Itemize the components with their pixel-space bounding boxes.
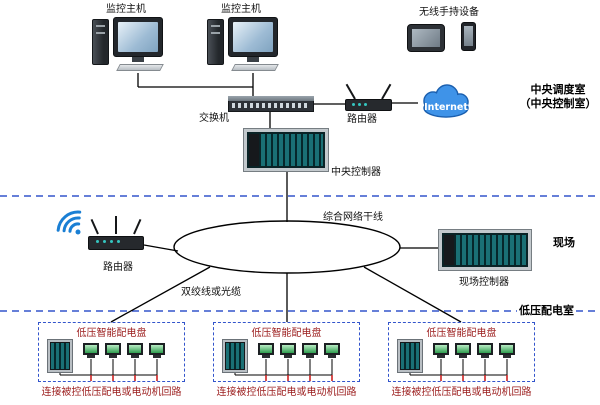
tablet-icon: [407, 24, 445, 52]
small-monitor-icon: [455, 343, 471, 358]
plc-io-modules: [456, 235, 526, 265]
router-top-icon: [344, 80, 394, 112]
panel-title: 低压智能配电盘: [426, 328, 497, 339]
small-monitor-icon: [477, 343, 493, 358]
wires-group: [110, 73, 462, 323]
crt-screen: [118, 22, 158, 52]
section-label-top-line1: 中央调度室: [530, 83, 586, 96]
switch-top-face: [228, 96, 314, 101]
crt-monitor-icon: [113, 17, 163, 57]
monitor-stand: [132, 57, 144, 62]
tablet-screen: [412, 29, 440, 47]
panel-wiring: [409, 359, 508, 381]
central-controller-label: 中央控制器: [331, 167, 381, 178]
network-trunk-ellipse: [173, 220, 401, 274]
antenna-icon: [345, 83, 356, 100]
section-label-middle: 现场: [553, 236, 575, 249]
plc-power-module: [444, 235, 454, 265]
monitor-host-1-label: 监控主机: [106, 4, 146, 15]
field-controller-label: 现场控制器: [459, 277, 509, 288]
small-monitor-icon: [433, 343, 449, 358]
phone-screen: [464, 26, 473, 46]
small-monitor-icon: [127, 343, 143, 358]
router-field-icon: [88, 214, 146, 250]
phone-icon: [461, 22, 476, 51]
router-top-label: 路由器: [347, 114, 377, 125]
distribution-panel-1: 低压智能配电盘: [38, 322, 185, 382]
router-body: [345, 99, 392, 111]
network-switch-icon: [228, 96, 314, 112]
section-label-bottom: 低压配电室: [517, 304, 576, 318]
field-controller-icon: [438, 229, 532, 271]
antenna-icon: [115, 216, 117, 234]
desktop-computer-1-icon: [92, 17, 168, 73]
cable-type-label: 双绞线或光缆: [181, 287, 241, 298]
distribution-panel-3: 低压智能配电盘: [388, 322, 535, 382]
internet-cloud-icon: Internet: [423, 84, 469, 118]
network-trunk-label: 综合网络干线: [323, 212, 383, 223]
small-monitor-icon: [499, 343, 515, 358]
panel-title: 低压智能配电盘: [251, 328, 322, 339]
wireless-handheld-label: 无线手持设备: [419, 7, 479, 18]
crt-monitor-icon: [228, 17, 278, 57]
small-monitor-icon: [83, 343, 99, 358]
crt-screen: [233, 22, 273, 52]
plc-io-modules: [261, 134, 323, 166]
small-monitor-icon: [105, 343, 121, 358]
keyboard-icon: [231, 64, 279, 71]
monitor-stand: [247, 57, 259, 62]
panel-caption: 连接被控低压配电或电动机回路: [216, 387, 357, 398]
panel-plc-cabinet-icon: [222, 339, 248, 373]
antenna-icon: [90, 218, 99, 235]
panel-plc-cabinet-icon: [397, 339, 423, 373]
router-body: [88, 236, 144, 250]
plc-rack: [442, 233, 528, 267]
router-field-label: 路由器: [103, 262, 133, 273]
panel-caption: 连接被控低压配电或电动机回路: [391, 387, 532, 398]
plc-rack: [247, 132, 325, 168]
switch-ports: [232, 103, 310, 108]
panel-title: 低压智能配电盘: [76, 328, 147, 339]
computer-tower-icon: [92, 19, 109, 65]
panel-wiring: [234, 359, 333, 381]
computer-tower-icon: [207, 19, 224, 65]
keyboard-icon: [116, 64, 164, 71]
distribution-panel-2: 低压智能配电盘: [213, 322, 360, 382]
small-monitor-icon: [258, 343, 274, 358]
switch-label: 交换机: [199, 113, 229, 124]
monitor-host-2-label: 监控主机: [221, 4, 261, 15]
panel-plc-cabinet-icon: [47, 339, 73, 373]
panel-caption: 连接被控低压配电或电动机回路: [41, 387, 182, 398]
desktop-computer-2-icon: [207, 17, 283, 73]
small-monitor-icon: [302, 343, 318, 358]
small-monitor-icon: [280, 343, 296, 358]
section-label-top-line2: （中央控制室）: [519, 97, 597, 110]
central-controller-icon: [243, 128, 329, 172]
small-monitor-icon: [149, 343, 165, 358]
section-dividers: [0, 195, 600, 312]
antenna-icon: [133, 218, 142, 235]
small-monitor-icon: [324, 343, 340, 358]
panel-wiring: [59, 359, 158, 381]
plc-power-module: [249, 134, 259, 166]
antenna-icon: [381, 83, 392, 100]
switch-front-face: [228, 101, 314, 112]
wifi-signal-icon: [56, 210, 82, 235]
internet-label: Internet: [424, 102, 468, 113]
